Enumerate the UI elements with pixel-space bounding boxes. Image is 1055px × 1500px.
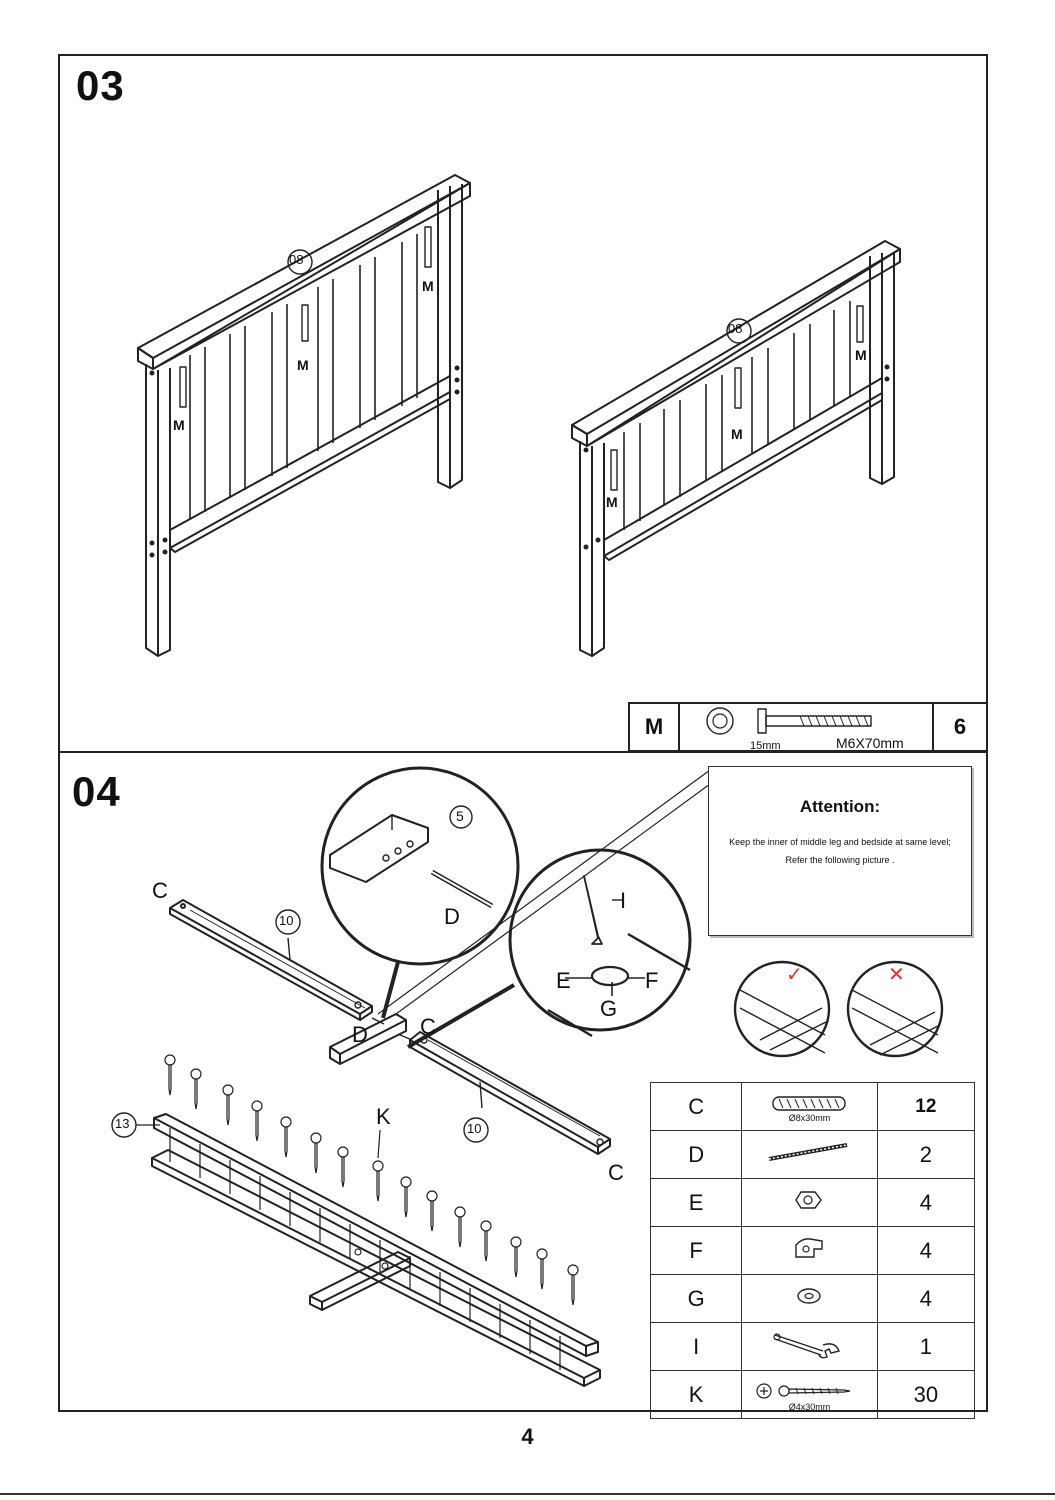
bolt-washer-icon: 15mm M6X70mm (680, 704, 934, 752)
bolt-label-m-3: M (422, 278, 434, 294)
part-qty: 2 (876, 1130, 976, 1179)
part-10-callout-1: 10 (279, 913, 294, 928)
step-03-number: 03 (76, 62, 125, 109)
part-qty: 30 (876, 1370, 976, 1419)
parts-row-i: I 1 (649, 1322, 976, 1371)
step-divider (58, 751, 988, 753)
label-e: E (556, 968, 571, 993)
parts-row-k: K Ø4x30mm 30 (649, 1370, 976, 1419)
bottom-rule (0, 1493, 1055, 1495)
part-qty: 4 (876, 1178, 976, 1227)
wooden-dowel-icon: Ø8x30mm (741, 1082, 878, 1131)
attention-line-2: Refer the following picture . (785, 855, 895, 865)
bolt-label-m-4: M (606, 494, 618, 510)
part-10-callout-2: 10 (467, 1121, 482, 1136)
washer-size: 15mm (750, 740, 781, 752)
part-letter: C (649, 1082, 743, 1131)
level-correct-icon: ✓ (786, 964, 803, 986)
part-letter: G (649, 1274, 743, 1323)
part-letter: E (649, 1178, 743, 1227)
wrench-icon (741, 1322, 878, 1371)
part-qty: 1 (876, 1322, 976, 1371)
part-qty: 12 (876, 1082, 976, 1131)
headboard-left (137, 174, 471, 657)
hex-nut-icon (741, 1178, 878, 1227)
label-c-1: C (152, 878, 168, 903)
wood-screw-icon: Ø4x30mm (741, 1370, 878, 1419)
label-k: K (376, 1104, 391, 1129)
label-g: G (600, 996, 618, 1021)
part-letter-m: M (630, 704, 680, 750)
parts-row-e: E 4 (649, 1178, 976, 1227)
part-qty: 4 (876, 1226, 976, 1275)
part-5-callout: 5 (456, 808, 464, 824)
bolt-label-m-1: M (173, 417, 185, 433)
cam-bracket-icon (741, 1226, 878, 1275)
part-letter: K (649, 1370, 743, 1419)
part-13-callout: 13 (115, 1116, 130, 1131)
washer-icon (741, 1274, 878, 1323)
parts-row-f: F 4 (649, 1226, 976, 1275)
label-f: F (645, 968, 659, 993)
attention-line-1: Keep the inner of middle leg and bedside… (729, 837, 951, 847)
label-d-2: D (444, 904, 460, 929)
page-number: 4 (521, 1424, 534, 1449)
attention-title: Attention: (799, 797, 881, 816)
bolt-label-m-5: M (731, 426, 743, 442)
part-m-quantity: 6 (953, 714, 967, 739)
attention-box: Attention: Keep the inner of middle leg … (708, 766, 972, 936)
parts-row-c: C Ø8x30mm 12 (649, 1082, 976, 1131)
bolt-size: M6X70mm (836, 735, 904, 751)
part-qty: 4 (876, 1274, 976, 1323)
headboard-right (571, 240, 901, 657)
label-d-1: D (352, 1022, 368, 1047)
parts-row-g: G 4 (649, 1274, 976, 1323)
parts-row-d: D 2 (649, 1130, 976, 1179)
part-letter: F (649, 1226, 743, 1275)
dowel-size: Ø8x30mm (788, 1112, 831, 1123)
part-08-callout-right: 08 (728, 321, 743, 336)
step-03-parts-row: M 15mm M6X70mm 6 (628, 702, 988, 752)
parts-table: C Ø8x30mm 12 D 2 E 4 F 4 G 4 I 1 K Ø4x30… (649, 1082, 976, 1419)
threaded-rod-icon (741, 1130, 878, 1179)
part-08-callout-left: 08 (289, 252, 304, 267)
part-letter: I (649, 1322, 743, 1371)
attention-body: Keep the inner of middle leg and bedside… (715, 833, 965, 869)
part-letter: D (649, 1130, 743, 1179)
label-i: I (620, 888, 627, 913)
label-c-3: C (608, 1160, 624, 1185)
screw-size: Ø4x30mm (788, 1401, 831, 1412)
level-wrong-icon: ✕ (888, 964, 905, 986)
bolt-label-m-2: M (297, 357, 309, 373)
step-04-number: 04 (72, 768, 121, 815)
bolt-label-m-6: M (855, 347, 867, 363)
label-c-2: C (420, 1014, 436, 1039)
